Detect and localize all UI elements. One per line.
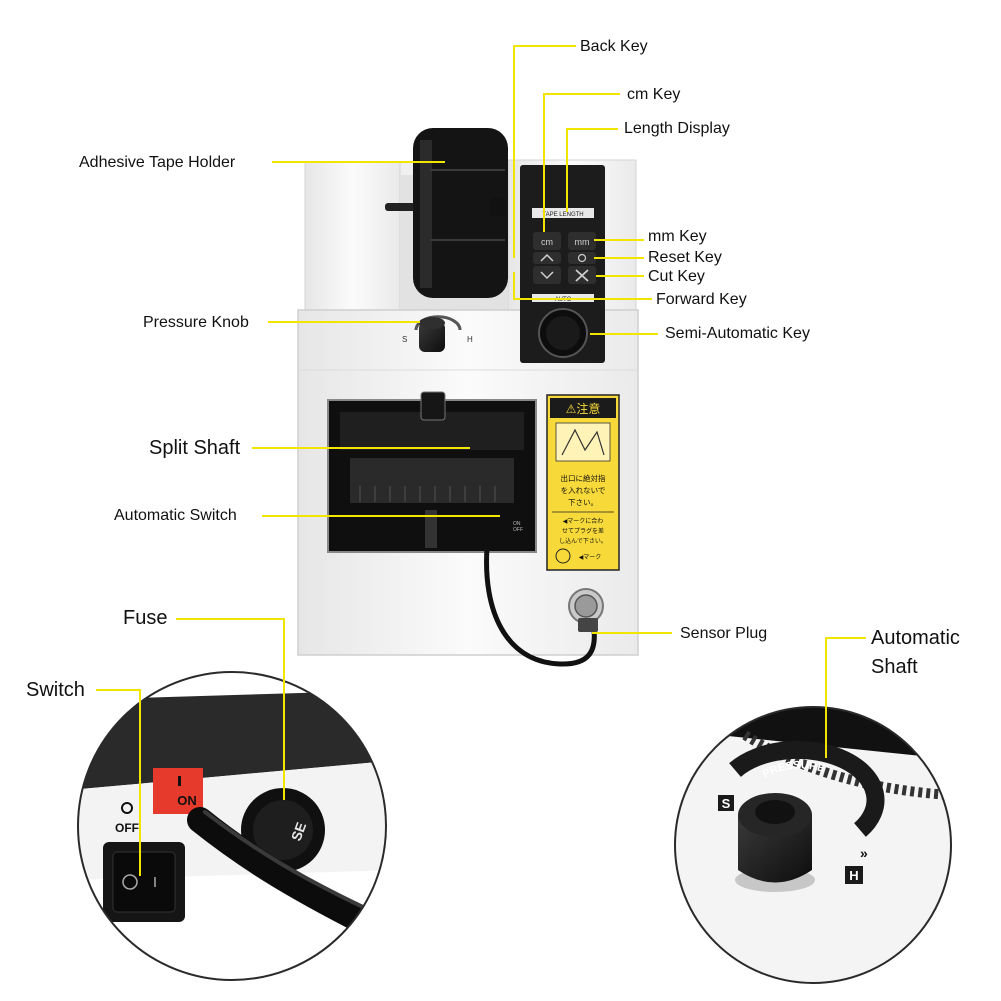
mm-key-text: mm: [575, 237, 590, 247]
callout-forward-key: [513, 272, 652, 300]
label-length-display: Length Display: [624, 120, 730, 137]
caution-mark: ◀マーク: [579, 554, 602, 561]
back-key[interactable]: [533, 252, 561, 264]
label-automatic-switch: Automatic Switch: [114, 507, 237, 524]
callout-switch: [96, 689, 141, 876]
callout-fuse: [176, 618, 285, 800]
label-reset-key: Reset Key: [648, 249, 722, 266]
label-pressure-knob: Pressure Knob: [143, 314, 249, 331]
caution-sub-2: せてプラグを差: [562, 527, 604, 535]
cm-key-text: cm: [541, 237, 553, 247]
mm-key[interactable]: [568, 232, 596, 250]
callout-back-key: [513, 45, 576, 258]
sensor-cable: [484, 547, 604, 667]
arrow-down-icon: [540, 271, 554, 280]
knob-h-text: H: [467, 335, 473, 344]
label-cut-key: Cut Key: [648, 268, 705, 285]
caution-sub-3: し込んで下さい。: [559, 537, 607, 545]
caution-sub-1: ◀マークに合わ: [563, 517, 604, 525]
label-cm-key: cm Key: [627, 86, 681, 103]
callout-cm-key: [543, 93, 620, 232]
outlet-on-text: ON: [513, 521, 521, 527]
pressure-knob[interactable]: S H: [402, 315, 473, 352]
forward-key[interactable]: [533, 266, 561, 284]
label-switch: Switch: [26, 679, 85, 701]
label-mm-key: mm Key: [648, 228, 707, 245]
caution-title: ⚠注意: [566, 401, 601, 416]
cm-key[interactable]: [533, 232, 561, 250]
caution-line-1: 出口に絶対指: [561, 473, 606, 483]
tape-outlet: ON OFF: [327, 391, 537, 553]
panel-header-text: TAPE LENGTH: [542, 212, 583, 218]
zoom-right-pressure-knob: PRESSURE S » H: [674, 706, 952, 984]
outlet-off-text: OFF: [513, 527, 523, 533]
scissors-icon: [575, 269, 589, 282]
label-fuse: Fuse: [123, 607, 168, 629]
label-split-shaft: Split Shaft: [149, 437, 241, 459]
reset-key[interactable]: [568, 252, 596, 264]
fuse-text: SE: [288, 820, 309, 843]
caution-line-2: を入れないで: [561, 486, 606, 495]
zoom-h-text: H: [849, 868, 858, 883]
on-indicator: [153, 768, 203, 814]
arrow-up-icon: [540, 253, 554, 262]
caution-label: ⚠注意 出口に絶対指 を入れないで 下さい。 ◀マークに合わ せてプラグを差 し…: [546, 394, 620, 571]
callout-lines: [96, 45, 866, 876]
label-forward-key: Forward Key: [656, 291, 747, 308]
label-sensor-plug: Sensor Plug: [680, 625, 768, 642]
chevron-double-icon: »: [860, 845, 868, 861]
tape-holder-wheel: [385, 128, 508, 298]
reset-icon: [577, 253, 587, 263]
switch-off-text: OFF: [115, 821, 139, 835]
switch-on-text: ON: [177, 793, 197, 808]
caution-line-3: 下さい。: [568, 498, 598, 507]
callout-length-display: [566, 128, 618, 212]
label-automatic-shaft-line1: Automatic: [871, 627, 960, 649]
callout-automatic-shaft: [825, 637, 866, 758]
label-back-key: Back Key: [580, 38, 648, 55]
zoom-s-text: S: [722, 796, 731, 811]
label-semi-automatic-key: Semi-Automatic Key: [665, 325, 810, 342]
label-automatic-shaft-line2: Shaft: [871, 656, 918, 678]
knob-s-text: S: [402, 335, 407, 344]
label-adhesive-tape-holder: Adhesive Tape Holder: [79, 154, 236, 171]
zoom-left-switch-fuse: ON OFF SE: [77, 671, 387, 981]
